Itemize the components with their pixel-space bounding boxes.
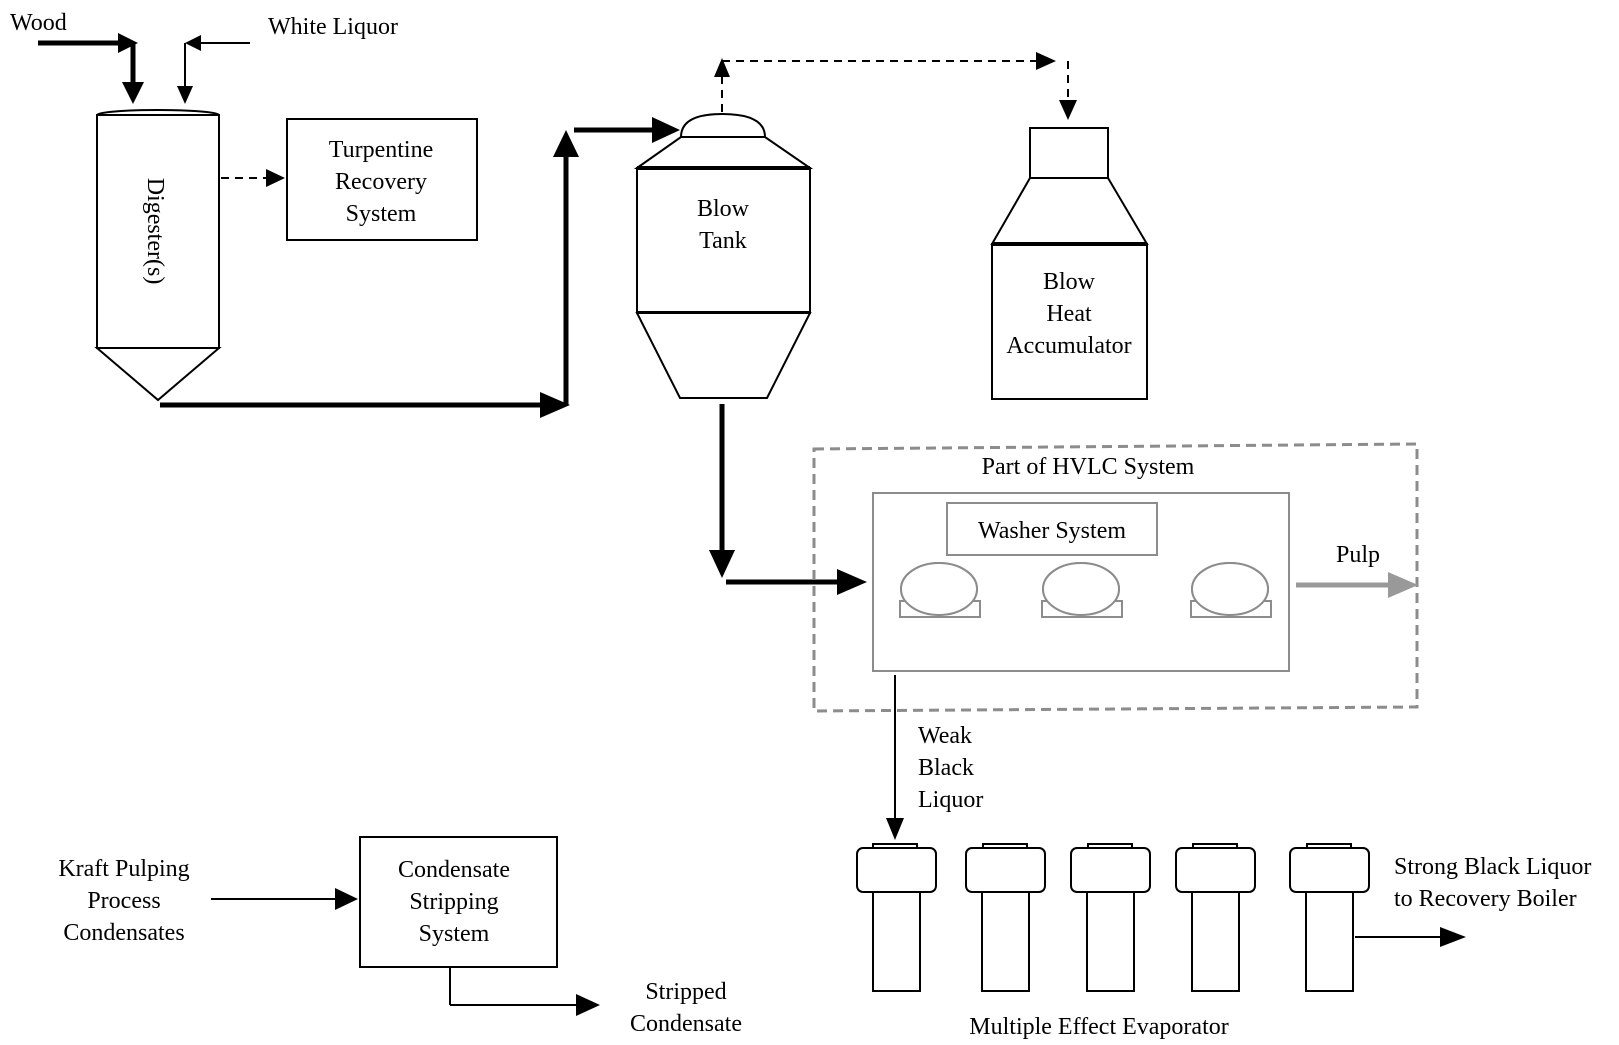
washer-label-box: [946, 502, 1158, 556]
stripped-condensate-arrow: [449, 968, 600, 1016]
turpentine-label-3: System: [346, 201, 417, 227]
strong-label-2: to Recovery Boiler: [1394, 886, 1577, 912]
evaporator-effect-4: [1175, 843, 1256, 992]
wood-label: Wood: [10, 10, 67, 36]
blow-tank-to-accumulator-arrow: [714, 52, 1077, 120]
condensate-stripping-box: [359, 836, 558, 968]
stripped-label-1: Stripped: [645, 979, 726, 1005]
hvlc-label: Part of HVLC System: [982, 454, 1195, 480]
weak-black-liquor-arrow: [886, 675, 904, 840]
kraft-label-3: Condensates: [63, 920, 184, 946]
blow-tank-vessel: [633, 112, 814, 399]
weak-label-2: Black: [918, 755, 974, 781]
kraft-label-2: Process: [87, 888, 160, 914]
turpentine-label-1: Turpentine: [329, 137, 433, 163]
washer-drum-3: [1190, 562, 1272, 618]
stripped-label-2: Condensate: [630, 1011, 742, 1037]
kraft-label-1: Kraft Pulping: [58, 856, 189, 882]
digester-label: Digester(s): [142, 178, 168, 285]
strong-black-liquor-arrow: [1355, 927, 1466, 947]
pulp-arrow: [1296, 572, 1418, 598]
white-liquor-arrow: [177, 35, 250, 104]
stripping-label-3: System: [419, 921, 490, 947]
strong-label-1: Strong Black Liquor: [1394, 854, 1591, 880]
turpentine-label-2: Recovery: [335, 169, 427, 195]
stripping-label-1: Condensate: [398, 857, 510, 883]
weak-label-3: Liquor: [918, 787, 983, 813]
weak-label-1: Weak: [918, 723, 972, 749]
evaporator-label: Multiple Effect Evaporator: [969, 1014, 1228, 1040]
blow-tank-label-2: Tank: [699, 228, 747, 254]
blow-heat-accumulator-vessel: [990, 127, 1149, 400]
white-liquor-label: White Liquor: [268, 14, 398, 40]
washer-drum-2: [1041, 562, 1123, 618]
washer-drum-1: [899, 562, 981, 618]
blow-tank-to-washer-arrow: [709, 404, 867, 595]
evaporator-effect-5: [1289, 843, 1370, 992]
pulp-label: Pulp: [1336, 542, 1380, 568]
evaporator-effect-2: [965, 843, 1046, 992]
digester-to-turpentine-arrow: [221, 169, 285, 187]
blow-heat-label-2: Heat: [1046, 301, 1092, 327]
turpentine-recovery-box: [286, 118, 478, 241]
digester-vessel: [94, 109, 222, 402]
evaporator-effect-3: [1070, 843, 1151, 992]
blow-heat-label-3: Accumulator: [1006, 333, 1131, 359]
digester-to-blow-tank-arrow: [160, 117, 680, 418]
hvlc-boundary: [812, 442, 1419, 713]
wood-arrow: [38, 33, 144, 104]
stripping-label-2: Stripping: [409, 889, 498, 915]
blow-tank-label-1: Blow: [697, 196, 750, 222]
condensates-to-stripping-arrow: [211, 888, 358, 910]
washer-label: Washer System: [978, 518, 1126, 544]
blow-heat-label-1: Blow: [1043, 269, 1096, 295]
evaporator-effect-1: [856, 843, 937, 992]
